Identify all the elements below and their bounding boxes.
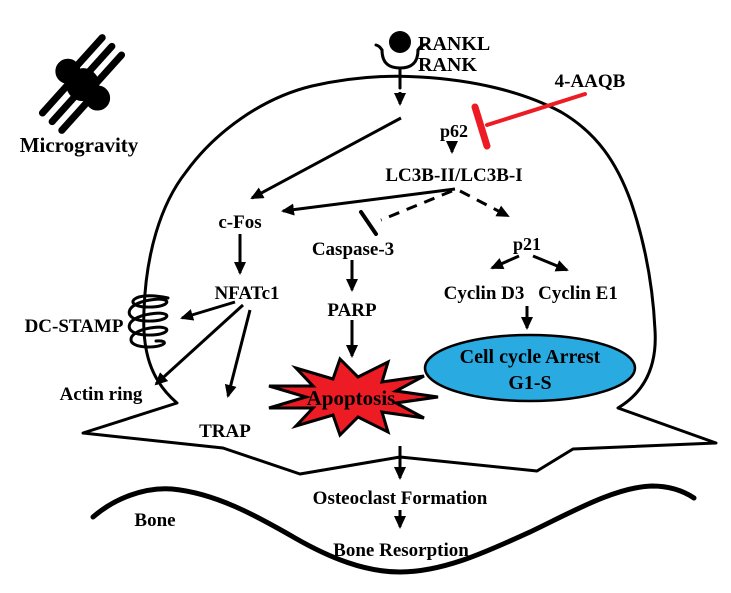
arrow-nfatc1-to-actin-ring bbox=[154, 303, 245, 386]
cell-membrane-outline bbox=[81, 74, 718, 476]
tbar-cap-caspase3 bbox=[359, 210, 378, 236]
label-trap: TRAP bbox=[199, 421, 251, 442]
label-caspase3: Caspase-3 bbox=[312, 239, 394, 260]
label-lc3b: LC3B-II/LC3B-I bbox=[385, 165, 522, 186]
cell-cycle-arrest-ellipse bbox=[423, 333, 637, 403]
label-cyclin-e1: Cyclin E1 bbox=[538, 283, 618, 304]
label-arrest-line1: Cell cycle Arrest bbox=[460, 346, 601, 368]
inhibitor-line-4aaqb bbox=[485, 92, 587, 127]
label-cyclin-d3: Cyclin D3 bbox=[444, 283, 525, 304]
label-p62: p62 bbox=[440, 121, 468, 141]
arrow-nfatc1-to-dcstamp bbox=[180, 300, 236, 321]
arrow-lc3b-to-cfos bbox=[281, 187, 456, 216]
satellite-icon bbox=[38, 34, 126, 134]
dashed-lc3b-to-p21 bbox=[459, 189, 510, 218]
label-apoptosis: Apoptosis bbox=[307, 386, 396, 410]
label-osteoclast-formation: Osteoclast Formation bbox=[313, 488, 488, 509]
label-parp: PARP bbox=[327, 300, 377, 321]
apoptosis-starburst bbox=[268, 356, 439, 438]
label-rank: RANK bbox=[418, 54, 477, 76]
label-dcstamp: DC-STAMP bbox=[25, 316, 124, 337]
arrow-p21-to-cyclin-d3 bbox=[490, 254, 520, 270]
label-bone: Bone bbox=[134, 510, 175, 531]
label-rankl: RANKL bbox=[418, 33, 490, 55]
arrow-nfatc1-to-trap bbox=[224, 309, 252, 398]
dashed-lc3b-inhibits-caspase3 bbox=[380, 189, 453, 222]
label-4aaqb: 4-AAQB bbox=[555, 71, 626, 92]
label-cfos: c-Fos bbox=[218, 212, 261, 233]
label-p21: p21 bbox=[513, 234, 541, 254]
ligand-ball-icon bbox=[389, 31, 411, 53]
label-arrest-line2: G1-S bbox=[508, 372, 551, 394]
label-nfatc1: NFATc1 bbox=[214, 283, 279, 304]
receptor-cup-icon bbox=[374, 43, 426, 90]
signal-arrows bbox=[154, 92, 569, 529]
bone-surface-line bbox=[90, 483, 697, 575]
membrane-coil-icon bbox=[127, 294, 170, 349]
arrow-rank-to-cfos bbox=[250, 116, 402, 200]
label-bone-resorption: Bone Resorption bbox=[333, 540, 469, 561]
inhibitor-tbar-cap bbox=[471, 103, 491, 150]
label-microgravity: Microgravity bbox=[20, 133, 139, 157]
arrow-p21-to-cyclin-e1 bbox=[532, 254, 569, 272]
dashed-links bbox=[380, 189, 510, 222]
label-actin-ring: Actin ring bbox=[60, 384, 143, 405]
